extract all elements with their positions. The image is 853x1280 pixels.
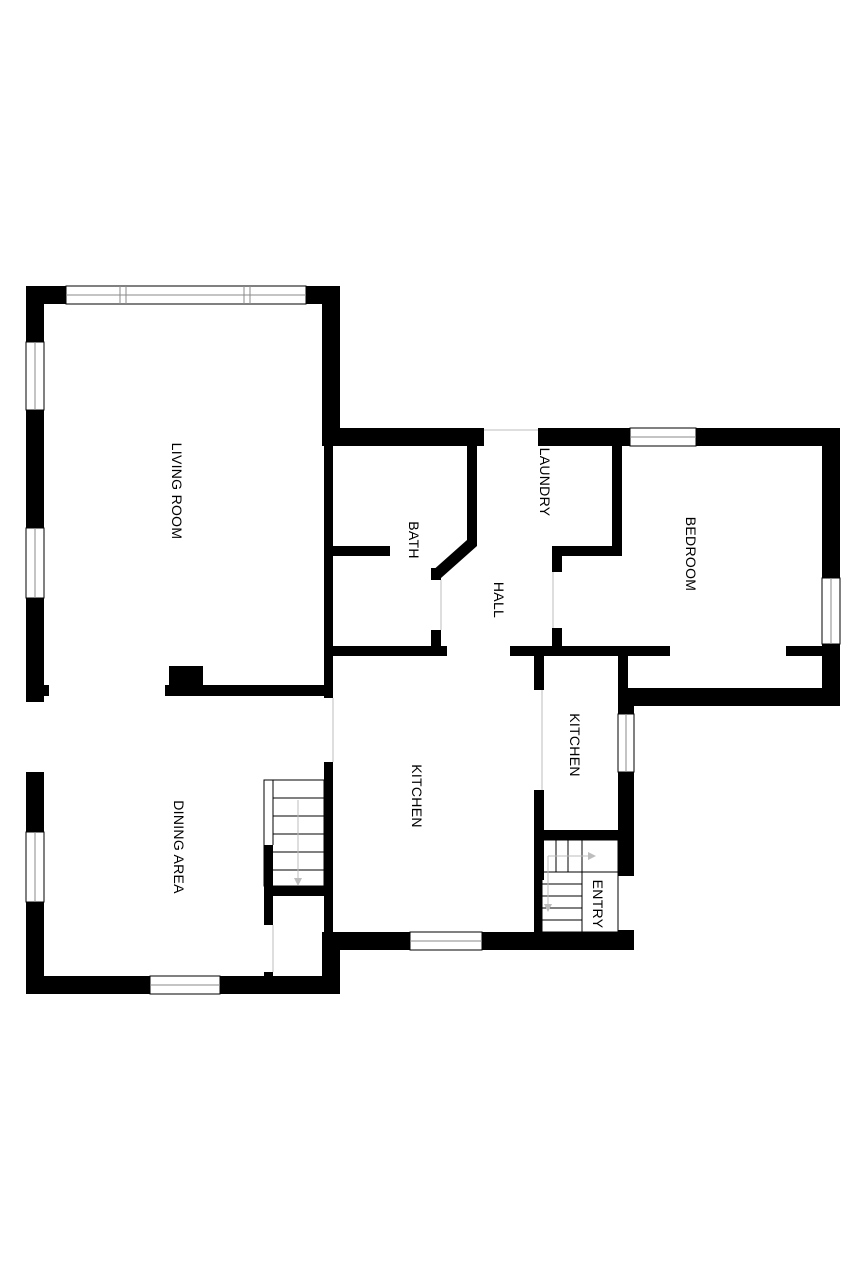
wall bbox=[264, 845, 273, 925]
wall bbox=[552, 546, 622, 556]
room-label-kitchen-small: KITCHEN bbox=[567, 713, 583, 777]
wall bbox=[26, 286, 66, 304]
wall bbox=[510, 646, 670, 656]
stair-arrow-icon bbox=[544, 904, 552, 912]
wall bbox=[431, 630, 441, 648]
window bbox=[409, 931, 483, 951]
wall bbox=[618, 688, 840, 706]
stair-arrow-icon bbox=[588, 852, 596, 860]
wall bbox=[552, 628, 562, 646]
room-label-bedroom: BEDROOM bbox=[683, 517, 699, 591]
window bbox=[25, 527, 45, 599]
wall bbox=[44, 685, 49, 696]
wall bbox=[822, 428, 840, 578]
entry-stairs bbox=[541, 839, 619, 933]
windows bbox=[25, 285, 841, 995]
wall bbox=[534, 646, 544, 690]
window bbox=[617, 713, 635, 773]
wall bbox=[324, 446, 333, 698]
wall bbox=[431, 540, 477, 578]
window bbox=[65, 285, 307, 305]
window bbox=[25, 831, 45, 903]
wall bbox=[618, 646, 628, 706]
window bbox=[25, 341, 45, 411]
room-label-kitchen-main: KITCHEN bbox=[409, 764, 425, 828]
wall bbox=[26, 410, 44, 528]
wall bbox=[538, 428, 630, 446]
window bbox=[629, 427, 697, 447]
window bbox=[821, 577, 841, 645]
wall bbox=[322, 286, 340, 446]
wall bbox=[26, 772, 44, 832]
walls bbox=[26, 286, 840, 994]
wall bbox=[26, 976, 150, 994]
window bbox=[149, 975, 221, 995]
wall bbox=[324, 428, 484, 446]
room-label-entry: ENTRY bbox=[590, 880, 606, 929]
wall bbox=[534, 876, 542, 932]
room-label-hall: HALL bbox=[491, 582, 507, 618]
wall bbox=[696, 428, 840, 446]
room-labels: LIVING ROOM BATH LAUNDRY HALL BEDROOM KI… bbox=[169, 443, 699, 929]
dining-stairs bbox=[263, 779, 325, 887]
wall bbox=[324, 762, 333, 952]
room-label-living-room: LIVING ROOM bbox=[169, 443, 185, 540]
wall bbox=[552, 546, 562, 572]
wall bbox=[264, 972, 273, 994]
wall bbox=[618, 706, 634, 714]
door-openings bbox=[272, 429, 554, 972]
room-label-dining-area: DINING AREA bbox=[171, 800, 187, 894]
wall bbox=[534, 830, 634, 840]
wall bbox=[431, 568, 441, 580]
wall bbox=[482, 932, 634, 950]
wall bbox=[786, 646, 840, 656]
wall bbox=[618, 772, 634, 876]
wall bbox=[220, 976, 340, 994]
wall bbox=[26, 598, 44, 702]
wall bbox=[333, 546, 390, 556]
wall bbox=[333, 646, 447, 656]
wall bbox=[264, 886, 333, 896]
stair-arrow-icon bbox=[294, 878, 302, 886]
wall bbox=[169, 666, 203, 688]
wall bbox=[612, 446, 622, 556]
wall bbox=[165, 685, 330, 696]
wall bbox=[26, 902, 44, 994]
room-label-bath: BATH bbox=[406, 521, 422, 559]
wall bbox=[324, 932, 410, 950]
room-label-laundry: LAUNDRY bbox=[537, 448, 553, 517]
wall bbox=[467, 446, 477, 546]
